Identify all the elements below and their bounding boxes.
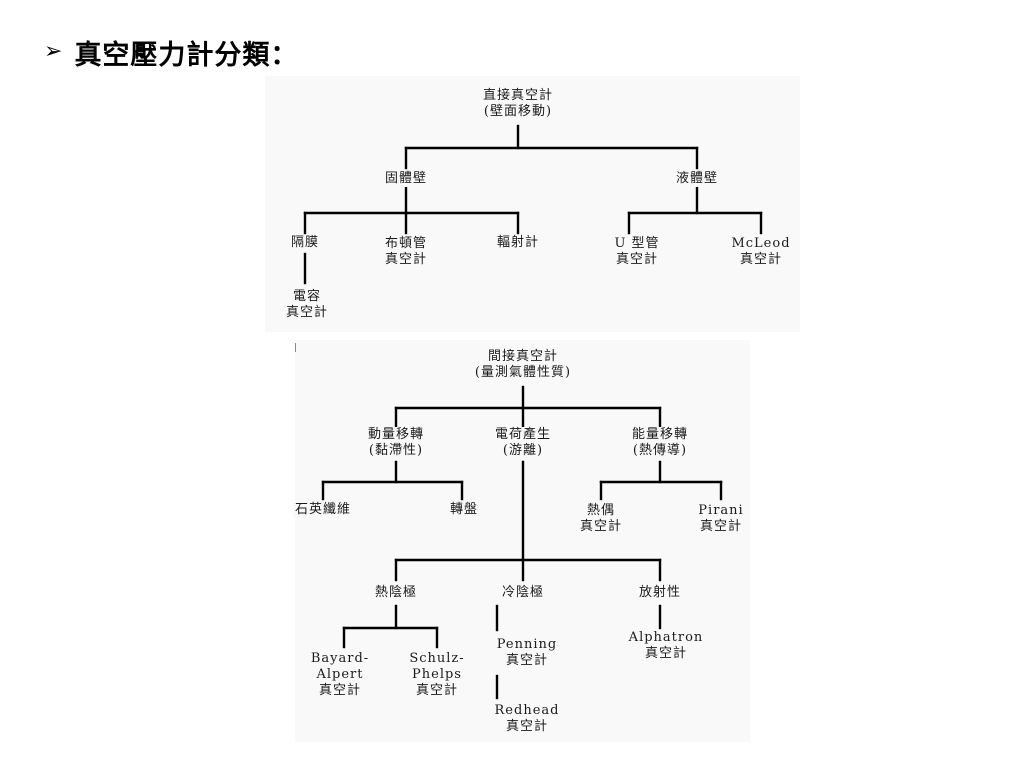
node-capacitance-gauge: 電容 真空計: [283, 289, 331, 321]
node-quartz-fiber: 石英纖維: [292, 502, 354, 518]
node-momentum-transfer: 動量移轉 (黏滯性): [365, 427, 427, 459]
indirect-tree-connectors: [321, 385, 723, 700]
node-solid-wall: 固體壁: [382, 171, 430, 187]
arrow-bullet-icon: ➢: [44, 39, 63, 64]
node-thermocouple-gauge: 熱偶 真空計: [577, 503, 625, 535]
node-schulz-phelps-gauge: Schulz- Phelps 真空計: [407, 651, 467, 699]
node-cold-cathode: 冷陰極: [499, 585, 547, 601]
node-radioactive: 放射性: [636, 585, 684, 601]
node-radiometer: 輻射計: [494, 235, 542, 251]
node-diaphragm: 隔膜: [288, 235, 322, 251]
node-bayard-alpert-gauge: Bayard- Alpert 真空計: [308, 651, 372, 699]
node-hot-cathode: 熱陰極: [372, 585, 420, 601]
node-spinning-rotor: 轉盤: [447, 502, 481, 518]
node-charge-generation: 電荷產生 (游離): [492, 427, 554, 459]
node-redhead-gauge: Redhead 真空計: [492, 703, 562, 735]
node-alphatron-gauge: Alphatron 真空計: [626, 630, 706, 662]
slide-title: 真空壓力計分類：: [74, 39, 299, 71]
slide-title-row: ➢ 真空壓力計分類：: [44, 32, 298, 72]
node-indirect-gauge-root: 間接真空計 (量測氣體性質): [472, 349, 574, 381]
node-pirani-gauge: Pirani 真空計: [696, 503, 746, 535]
direct-tree-connectors: [303, 124, 763, 285]
node-u-tube-gauge: U 型管 真空計: [612, 236, 662, 268]
node-energy-transfer: 能量移轉 (熱傳導): [629, 427, 691, 459]
node-mcleod-gauge: McLeod 真空計: [729, 236, 793, 268]
node-direct-gauge-root: 直接真空計 (壁面移動): [480, 88, 556, 120]
node-bourdon-tube-gauge: 布頓管 真空計: [382, 236, 430, 268]
stray-tick-mark: [295, 343, 296, 352]
node-liquid-wall: 液體壁: [673, 171, 721, 187]
node-penning-gauge: Penning 真空計: [494, 637, 560, 669]
